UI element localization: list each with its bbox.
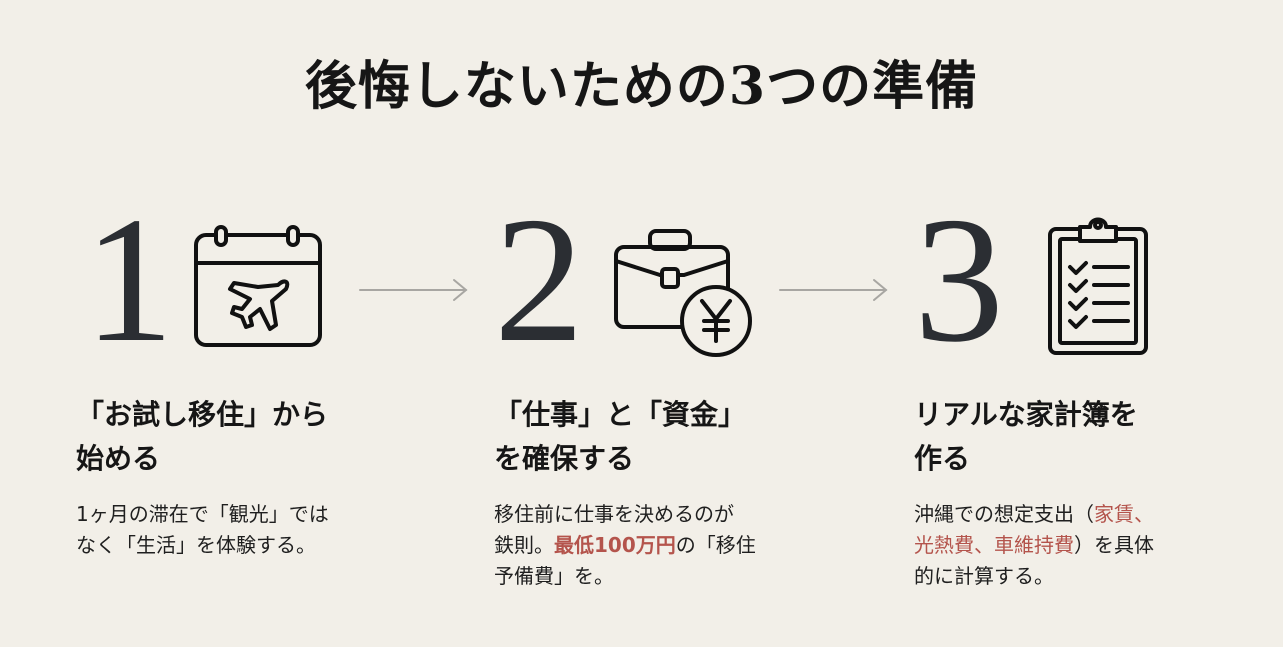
step-description: 沖縄での想定支出（家賃、 光熱費、車維持費）を具体 的に計算する。 bbox=[914, 499, 1244, 592]
desc-line2: なく「生活」を体験する。 bbox=[76, 533, 316, 557]
highlight-expense: 家賃、 bbox=[1094, 502, 1154, 526]
desc-line2: 鉄則。最低100万円の「移住 bbox=[494, 533, 756, 557]
highlight-amount: 最低100万円 bbox=[554, 533, 676, 557]
calendar-airplane-icon bbox=[192, 225, 324, 357]
briefcase-yen-icon bbox=[612, 227, 762, 361]
step-heading-line1: リアルな家計簿を bbox=[914, 398, 1138, 431]
step-2: 2 「仕事」と「資金」 を確保する 移住前に仕事を決めるのが 鉄則。最低100万… bbox=[494, 180, 824, 592]
desc-line1: 1ヶ月の滞在で「観光」では bbox=[76, 502, 329, 526]
desc-line2: 光熱費、車維持費）を具体 bbox=[914, 533, 1154, 557]
step-heading-line1: 「仕事」と「資金」 bbox=[494, 398, 747, 431]
arrow-right-icon bbox=[778, 278, 890, 306]
step-description: 1ヶ月の滞在で「観光」では なく「生活」を体験する。 bbox=[76, 499, 406, 561]
desc-line1: 移住前に仕事を決めるのが bbox=[494, 502, 734, 526]
step-number: 3 bbox=[914, 180, 1004, 379]
page-title: 後悔しないための3つの準備 bbox=[304, 56, 979, 117]
step-3: 3 リアルな家計簿を 作る 沖縄での想定支出（家賃、 光熱費、車維持費）を具体 … bbox=[914, 180, 1244, 592]
highlight-expense: 光熱費、車維持費 bbox=[914, 533, 1074, 557]
step-heading-line2: を確保する bbox=[494, 442, 635, 475]
step-number: 2 bbox=[494, 180, 584, 379]
step-heading-line1: 「お試し移住」から bbox=[76, 398, 329, 431]
step-heading-line2: 作る bbox=[914, 442, 971, 475]
desc-line3: 的に計算する。 bbox=[914, 564, 1054, 588]
clipboard-checklist-icon bbox=[1046, 215, 1150, 361]
step-number: 1 bbox=[84, 180, 174, 379]
step-heading-line2: 始める bbox=[76, 442, 161, 475]
step-description: 移住前に仕事を決めるのが 鉄則。最低100万円の「移住 予備費」を。 bbox=[494, 499, 824, 592]
desc-line1: 沖縄での想定支出（家賃、 bbox=[914, 502, 1154, 526]
step-1: 1 「お試し移住」から 始める 1ヶ月の滞在で「観光」では なく「生活」を体験す… bbox=[76, 180, 406, 561]
desc-line3: 予備費」を。 bbox=[494, 564, 614, 588]
arrow-right-icon bbox=[358, 278, 470, 306]
